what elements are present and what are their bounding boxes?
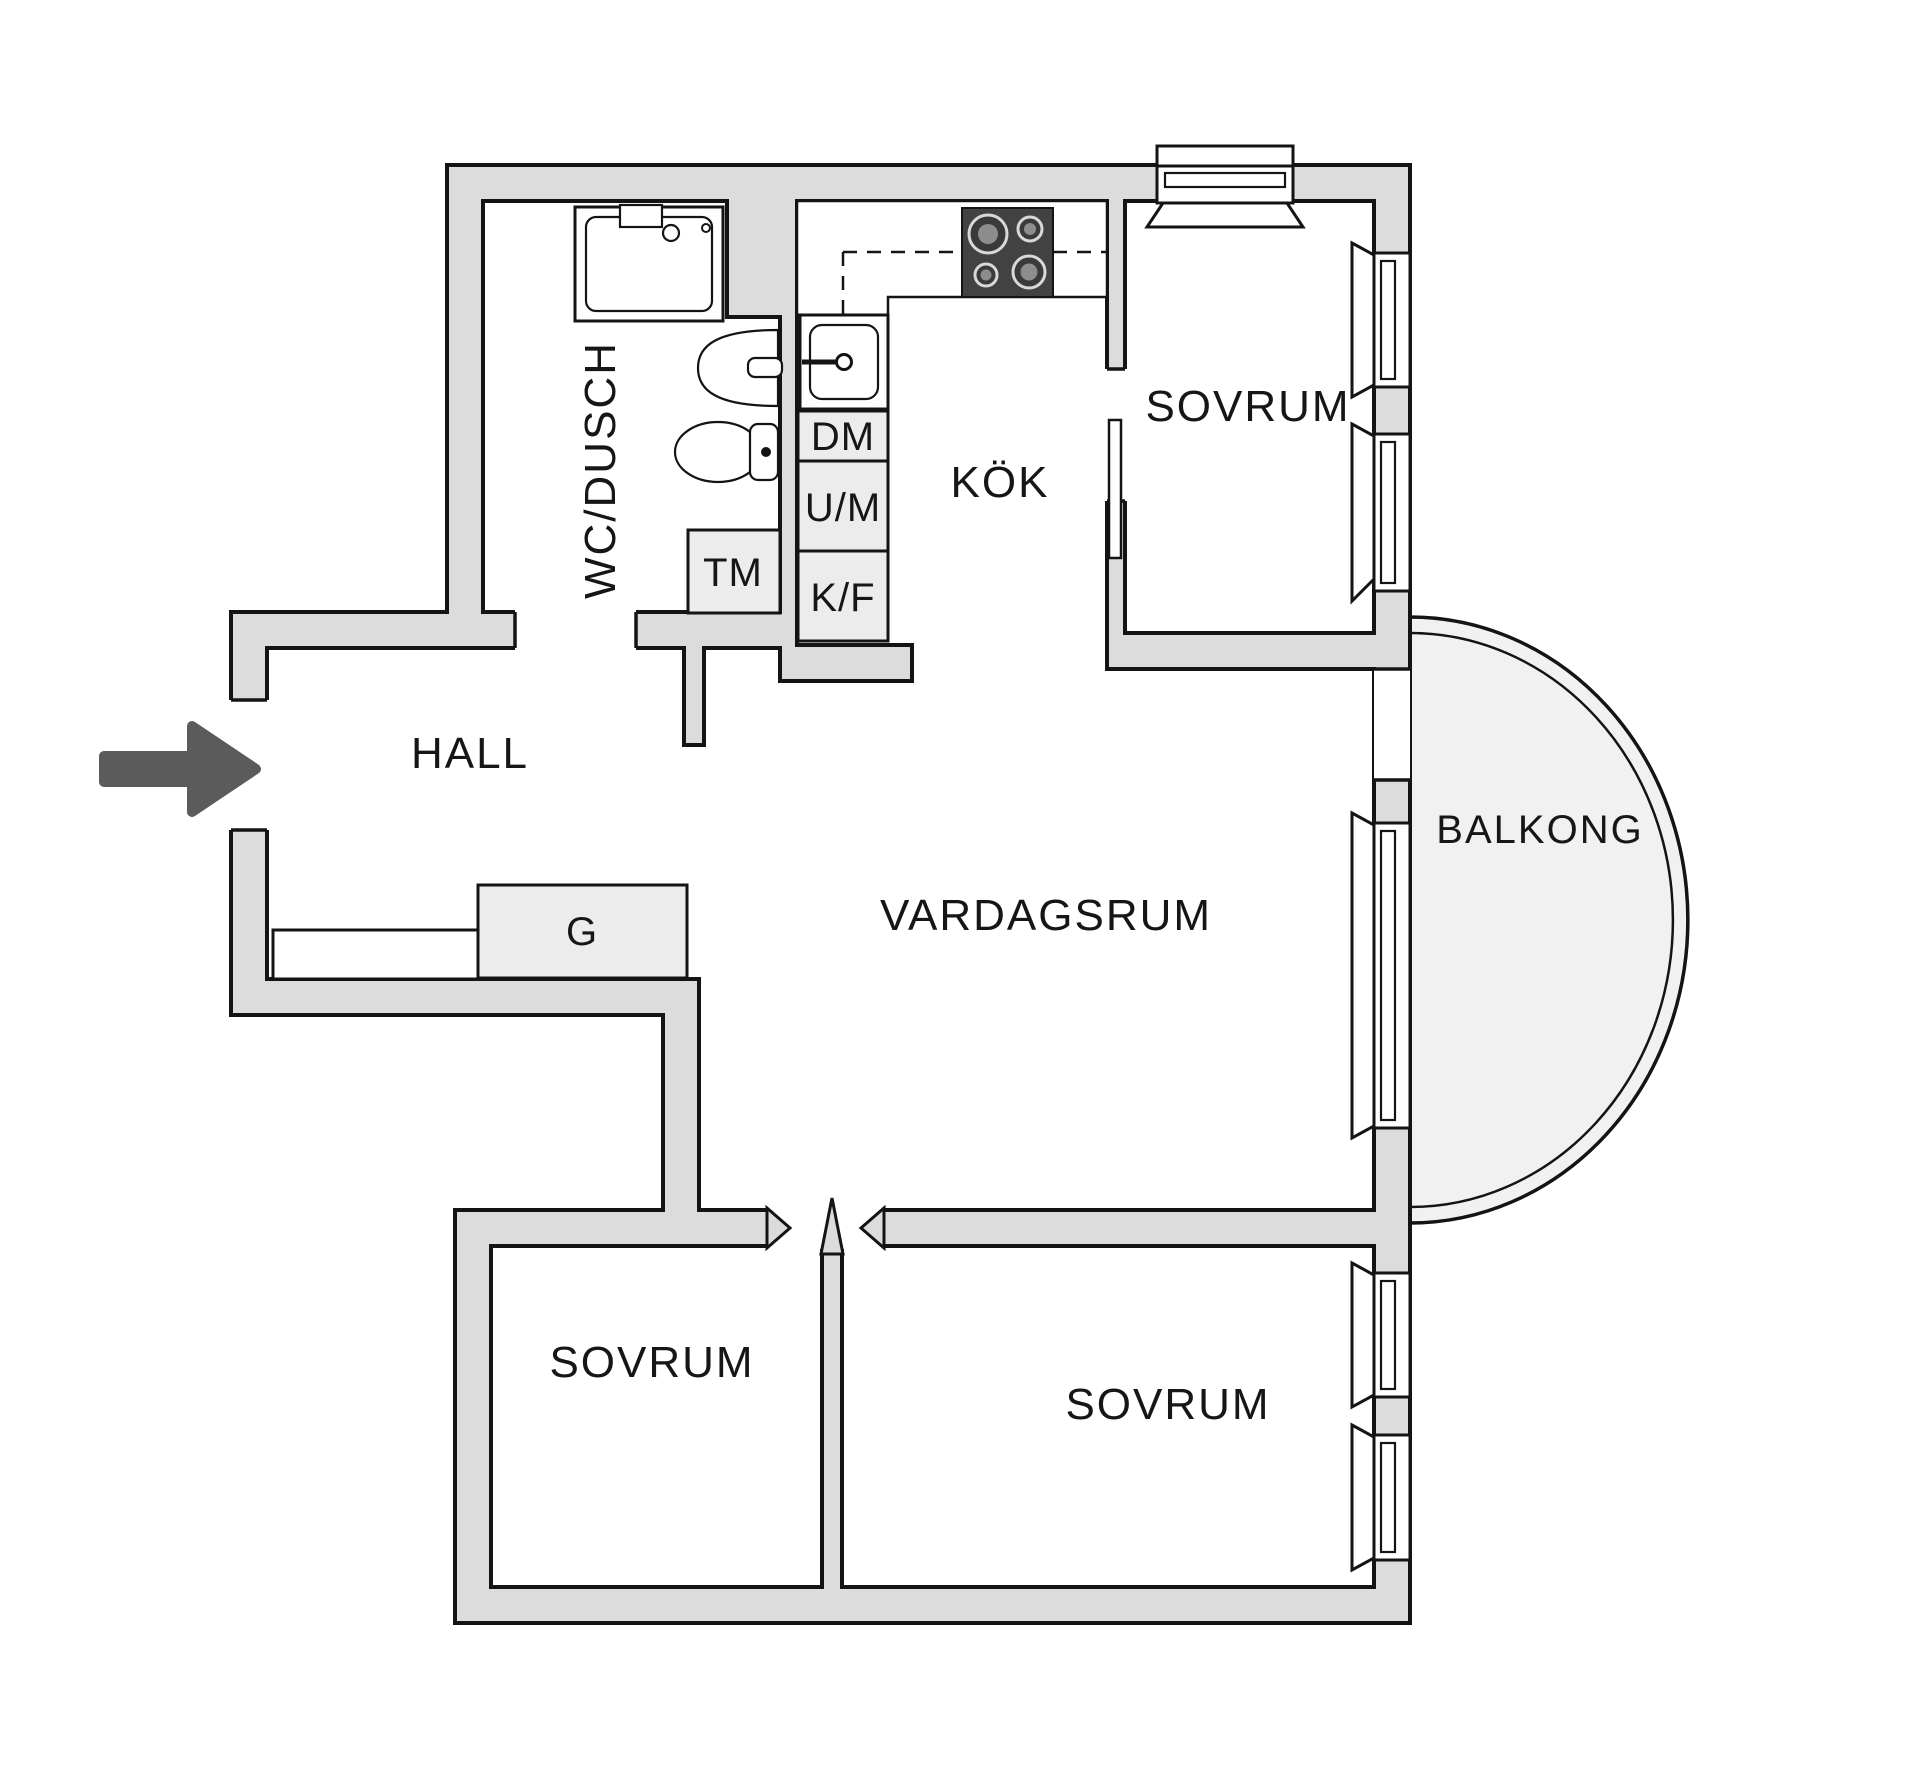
window-bedroom-top-2: [1350, 421, 1412, 605]
window-glazing: [1379, 440, 1397, 585]
balcony-inner-rail: [1409, 631, 1675, 1209]
basin-tap: [746, 356, 784, 379]
bedrooms-doorway: [765, 1197, 886, 1256]
washing-machine: TM: [686, 528, 782, 615]
shower: [573, 203, 725, 323]
room-label-bedroom-top: SOVRUM: [1145, 382, 1350, 431]
washing-machine-box: [686, 528, 782, 615]
window-bedroom-right-1: [1350, 1260, 1412, 1410]
burner-center: [1020, 263, 1038, 281]
burner-center: [978, 224, 998, 244]
stove: [961, 207, 1054, 298]
washing-machine-label: TM: [703, 551, 763, 595]
wall-end-tip-left: [765, 1204, 793, 1252]
room-label-wc: WC/DUSCH: [576, 341, 625, 599]
sink-faucet-knob: [835, 353, 853, 371]
room-label-living: VARDAGSRUM: [880, 891, 1212, 940]
entrance-arrow-icon: [99, 721, 261, 817]
sliding-door-leaf: [1107, 418, 1123, 560]
burner-center: [980, 269, 992, 281]
hand-basin: [696, 328, 784, 408]
burner-center: [1024, 223, 1036, 235]
window-glazing: [1379, 259, 1397, 381]
closet-box: [476, 883, 689, 980]
window-glazing: [1379, 1279, 1397, 1391]
window-reveal: [1350, 421, 1376, 605]
toilet-bowl: [673, 420, 763, 484]
window-bedroom-top-north: [1144, 144, 1306, 229]
room-label-kitchen: KÖK: [951, 458, 1050, 507]
window-reveal: [1350, 810, 1376, 1141]
closet-G: G: [476, 883, 689, 980]
hall-wardrobe: [271, 928, 480, 981]
toilet: [673, 420, 780, 484]
bedroom-top-door: [1105, 367, 1127, 560]
fridge-freezer-box: [796, 549, 890, 643]
dishwasher-label: DM: [811, 415, 875, 459]
toilet-button: [761, 447, 771, 457]
room-label-hall: HALL: [411, 729, 529, 778]
window-glazing: [1379, 829, 1397, 1122]
balcony-outer-rail: [1408, 615, 1690, 1225]
closet-label: G: [566, 910, 598, 954]
window-outer-sill: [1155, 144, 1295, 168]
wall-end-tip-right: [858, 1204, 886, 1252]
window-reveal: [1350, 1422, 1376, 1573]
shower-drain: [701, 223, 711, 233]
shower-tray-inner: [584, 215, 714, 313]
room-label-bedroom-left: SOVRUM: [549, 1338, 754, 1387]
window-bedroom-top-1: [1350, 240, 1412, 400]
balcony-door-opening: [1374, 667, 1410, 782]
balcony: [1408, 615, 1690, 1225]
basin-bowl: [696, 328, 780, 408]
shower-head: [661, 223, 681, 243]
window-glazing: [1379, 1441, 1397, 1554]
divider-wall-tip: [819, 1197, 845, 1256]
wc-door-opening: [513, 610, 638, 650]
window-glazing: [1163, 171, 1287, 189]
kitchen-sink: [798, 313, 890, 411]
window-reveal: [1350, 240, 1376, 400]
window-reveal: [1144, 201, 1306, 229]
room-label-balcony: BALKONG: [1436, 808, 1643, 852]
kitchen-counter: [795, 199, 1109, 317]
room-label-bedroom-right: SOVRUM: [1065, 1380, 1270, 1429]
appliance-column: DM U/M K/F: [796, 409, 890, 643]
window-reveal: [1350, 1260, 1376, 1410]
wc-door-gap: [515, 610, 636, 650]
oven-microwave-label: U/M: [805, 486, 881, 530]
window-living-room: [1350, 810, 1412, 1141]
balcony-door-gap: [1374, 669, 1410, 780]
window-bedroom-right-2: [1350, 1422, 1412, 1573]
fridge-freezer-label: K/F: [810, 576, 875, 620]
shower-mixer: [618, 203, 664, 229]
